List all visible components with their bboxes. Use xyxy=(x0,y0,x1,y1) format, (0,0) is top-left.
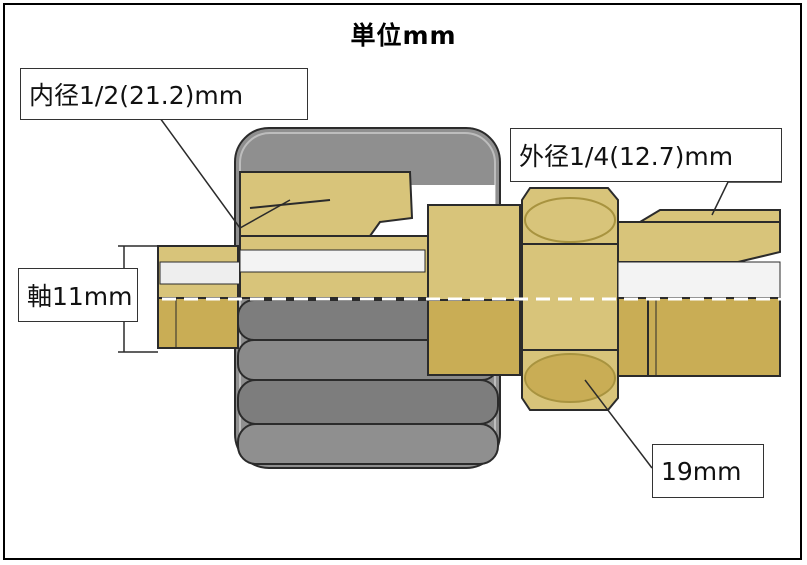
outer-diameter-text: 外径1/4(12.7)mm xyxy=(519,142,734,171)
shaft-label: 軸11mm xyxy=(18,268,138,322)
brass-center-block xyxy=(427,204,521,301)
inner-diameter-text: 内径1/2(21.2)mm xyxy=(29,81,244,110)
brass-pipe xyxy=(617,209,781,377)
hex-size-label: 19mm xyxy=(652,444,764,498)
unit-title: 単位mm xyxy=(350,21,457,50)
outer-diameter-label: 外径1/4(12.7)mm xyxy=(510,128,782,182)
shaft-text: 軸11mm xyxy=(27,282,133,311)
leader-lines xyxy=(159,117,782,469)
brass-center-block-lower xyxy=(427,299,521,376)
brass-sleeve xyxy=(239,171,431,299)
hex-size-text: 19mm xyxy=(661,456,742,486)
shaft-dimension xyxy=(118,245,158,353)
inner-diameter-label: 内径1/2(21.2)mm xyxy=(20,68,308,120)
